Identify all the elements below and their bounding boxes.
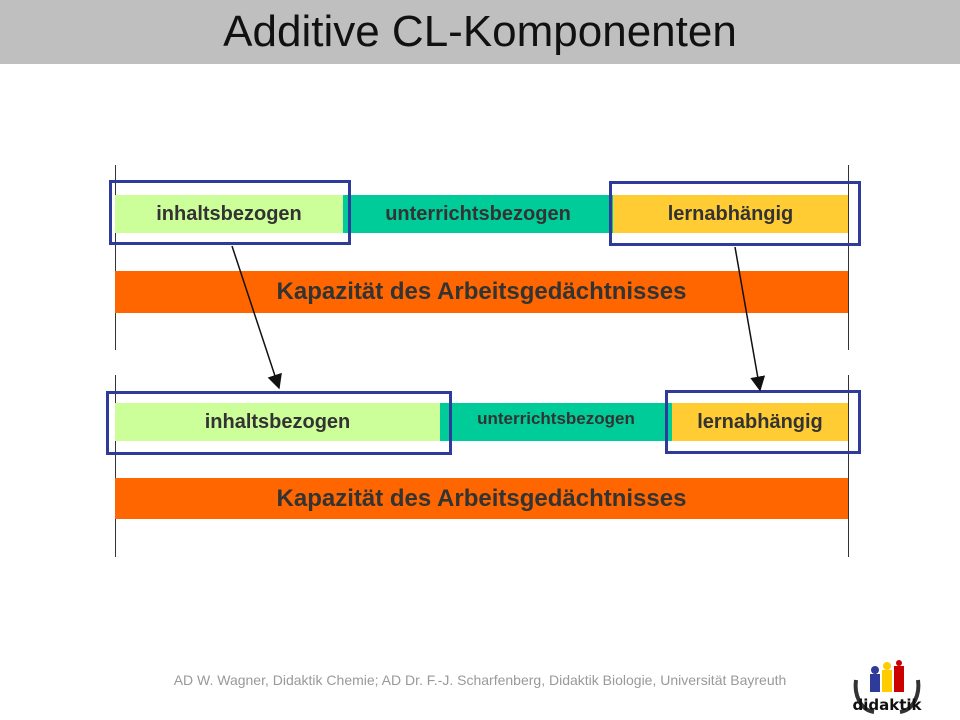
segment-learning-2: lernabhängig xyxy=(672,403,848,441)
arrow-learning xyxy=(734,246,766,392)
boundary-line-right-1 xyxy=(848,165,849,350)
logo-text: didaktik xyxy=(852,696,922,714)
segment-content-1: inhaltsbezogen xyxy=(115,195,343,233)
highlight-frame-content-2 xyxy=(106,391,452,455)
highlight-frame-learning-2 xyxy=(665,390,861,454)
boundary-line-left-2 xyxy=(115,375,116,557)
highlight-frame-learning-1 xyxy=(609,181,861,246)
segment-content-2: inhaltsbezogen xyxy=(115,403,440,441)
capacity-bar-2: Kapazität des Arbeitsgedächtnisses xyxy=(115,478,848,519)
segment-instruction-2: unterrichtsbezogen xyxy=(440,403,672,441)
segment-learning-1: lernabhängig xyxy=(613,195,848,233)
capacity-bar-1: Kapazität des Arbeitsgedächtnisses xyxy=(115,271,848,313)
boundary-line-left-1 xyxy=(115,165,116,350)
segment-instruction-1: unterrichtsbezogen xyxy=(343,195,613,233)
boundary-line-right-2 xyxy=(848,375,849,557)
page-title: Additive CL-Komponenten xyxy=(223,7,737,56)
arrow-content xyxy=(231,245,282,390)
title-band xyxy=(0,0,960,64)
didaktik-logo-icon: didaktik xyxy=(852,660,922,714)
highlight-frame-content-1 xyxy=(109,180,351,245)
footer-credits: AD W. Wagner, Didaktik Chemie; AD Dr. F.… xyxy=(173,672,787,688)
